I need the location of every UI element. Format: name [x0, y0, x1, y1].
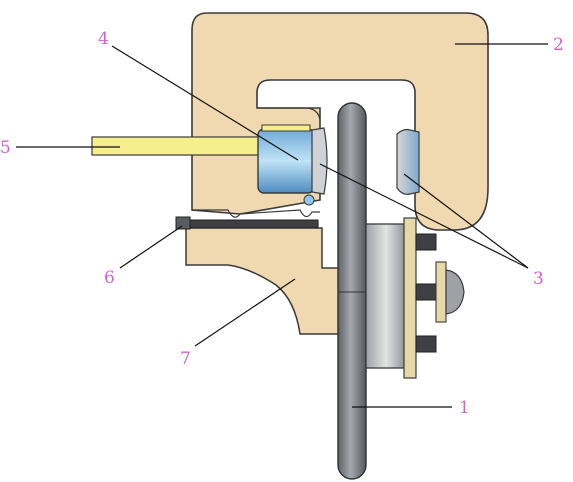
label-1: 1: [459, 398, 470, 418]
leader-4: [111, 45, 299, 161]
piston-bleed: [303, 194, 315, 206]
caliper-lower-arm: [192, 209, 320, 218]
piston: [257, 128, 315, 194]
leader-6: [119, 225, 183, 269]
wheel-stud: [415, 335, 437, 353]
slide-plate: [179, 219, 319, 229]
wheel-hub: [365, 223, 407, 369]
slide-plate-tip: [175, 216, 191, 230]
hub-cap-collar: [435, 261, 447, 323]
leader-3a: [319, 163, 529, 269]
hub-flange: [403, 217, 417, 379]
label-2: 2: [553, 35, 564, 55]
label-6: 6: [104, 268, 115, 288]
caliper-inner-lip: [257, 107, 321, 121]
label-4: 4: [98, 29, 109, 49]
label-7: 7: [180, 349, 191, 369]
brake-disc: [337, 102, 367, 480]
label-5: 5: [0, 138, 11, 158]
inner-pad-left: [311, 127, 328, 195]
guide-pin: [91, 136, 263, 156]
outer-brake-pad: [396, 128, 420, 195]
piston-seal-top: [261, 124, 311, 132]
label-3: 3: [533, 269, 544, 289]
leader-7: [194, 278, 296, 347]
hub-cap: [445, 269, 465, 315]
leader-3b: [403, 173, 529, 269]
wheel-stud: [415, 233, 437, 251]
support-bracket: [185, 227, 341, 335]
wheel-stud: [415, 283, 437, 301]
